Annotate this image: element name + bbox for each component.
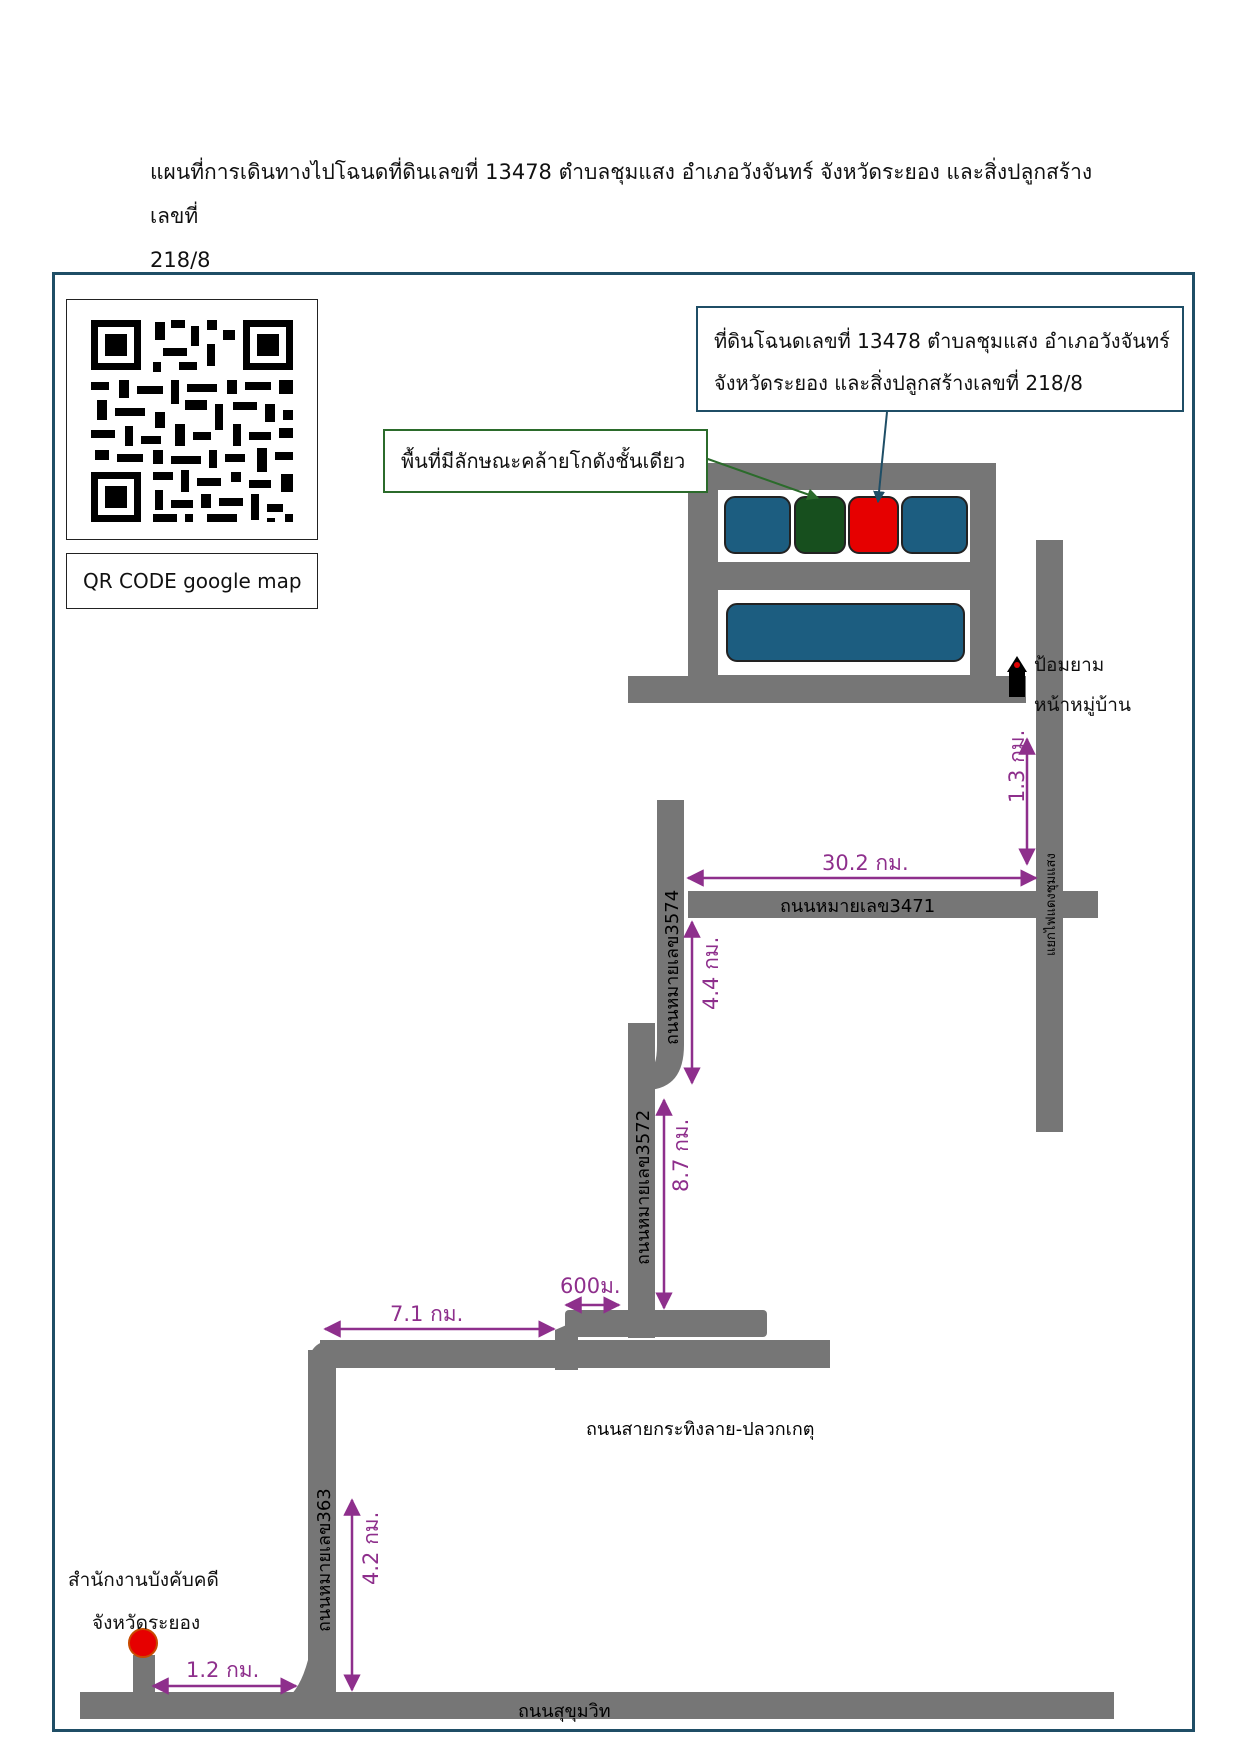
similar-area-callout: พื้นที่มีลักษณะคล้ายโกดังชั้นเดียว bbox=[383, 429, 708, 493]
distance-label-8-7km: 8.7 กม. bbox=[669, 1119, 693, 1192]
road-3572 bbox=[628, 1023, 655, 1338]
building-target-red bbox=[848, 496, 899, 554]
qr-caption: QR CODE google map bbox=[66, 553, 318, 609]
page-heading: แผนที่การเดินทางไปโฉนดที่ดินเลขที่ 13478… bbox=[150, 150, 1110, 282]
heading-line-1: แผนที่การเดินทางไปโฉนดที่ดินเลขที่ 13478… bbox=[150, 160, 1093, 228]
village-block bbox=[628, 463, 1026, 703]
road-3471 bbox=[688, 891, 1098, 918]
building-blue-2 bbox=[901, 496, 968, 554]
road-label-363: ถนนหมายเลข363 bbox=[314, 1488, 335, 1632]
guard-post-label-1: ป้อมยาม bbox=[1034, 654, 1105, 676]
road-sukhumvit bbox=[80, 1692, 1114, 1719]
roads bbox=[80, 540, 1114, 1719]
office-label-1: สำนักงานบังคับคดี bbox=[68, 1569, 219, 1591]
building-blue-1 bbox=[724, 496, 791, 554]
office-location-icon bbox=[128, 1628, 158, 1658]
qr-code-icon bbox=[91, 320, 293, 522]
road-label-sukhumvit: ถนนสุขุมวิท bbox=[518, 1701, 611, 1722]
office-label-2: จังหวัดระยอง bbox=[92, 1612, 201, 1634]
road-label-chumsaeng: แยกไฟแดงชุมแสง bbox=[1043, 853, 1059, 956]
qr-code[interactable] bbox=[66, 299, 318, 540]
distance-label-7-1km: 7.1 กม. bbox=[390, 1302, 463, 1326]
village-entry-road bbox=[628, 676, 1026, 703]
road-label-3572: ถนนหมายเลข3572 bbox=[633, 1110, 654, 1265]
distance-label-1-2km: 1.2 กม. bbox=[186, 1658, 259, 1682]
distance-label-1-3km: 1.3 กม. bbox=[1005, 730, 1029, 803]
guard-post-marker bbox=[1007, 656, 1027, 697]
distance-label-30-2km: 30.2 กม. bbox=[822, 851, 909, 875]
distance-label-4-4km: 4.4 กม. bbox=[699, 937, 723, 1010]
target-leader-line bbox=[873, 411, 888, 504]
road-label-3574: ถนนหมายเลข3574 bbox=[662, 890, 683, 1045]
road-chumsaeng-vertical bbox=[1036, 540, 1063, 1132]
guard-post-label-2: หน้าหมู่บ้าน bbox=[1034, 694, 1131, 716]
road-363-bend bbox=[285, 1660, 336, 1700]
distance-arrows bbox=[151, 737, 1038, 1695]
target-callout: ที่ดินโฉนดเลขที่ 13478 ตำบลชุมแสง อำเภอว… bbox=[696, 306, 1184, 412]
distance-label-600m: 600ม. bbox=[560, 1274, 621, 1298]
road-label-3471: ถนนหมายเลข3471 bbox=[780, 896, 935, 917]
building-blue-long bbox=[726, 603, 965, 662]
office-driveway bbox=[133, 1655, 155, 1695]
road-krathing bbox=[320, 1340, 830, 1368]
similar-leader-line bbox=[704, 457, 820, 501]
map-frame bbox=[52, 272, 1195, 1732]
guard-post-icon bbox=[1009, 671, 1025, 697]
building-green bbox=[794, 496, 846, 554]
distance-label-4-2km: 4.2 กม. bbox=[359, 1512, 383, 1585]
target-callout-line-2: จังหวัดระยอง และสิ่งปลูกสร้างเลขที่ 218/… bbox=[714, 371, 1084, 395]
road-3574-upper bbox=[657, 800, 684, 918]
road-label-krathing: ถนนสายกระทิงลาย-ปลวกเกตุ bbox=[586, 1419, 814, 1440]
target-callout-line-1: ที่ดินโฉนดเลขที่ 13478 ตำบลชุมแสง อำเภอว… bbox=[714, 329, 1170, 353]
heading-line-2: 218/8 bbox=[150, 248, 211, 272]
road-3574-lower bbox=[648, 900, 684, 1090]
road-connector bbox=[565, 1310, 767, 1337]
road-363 bbox=[308, 1350, 336, 1680]
